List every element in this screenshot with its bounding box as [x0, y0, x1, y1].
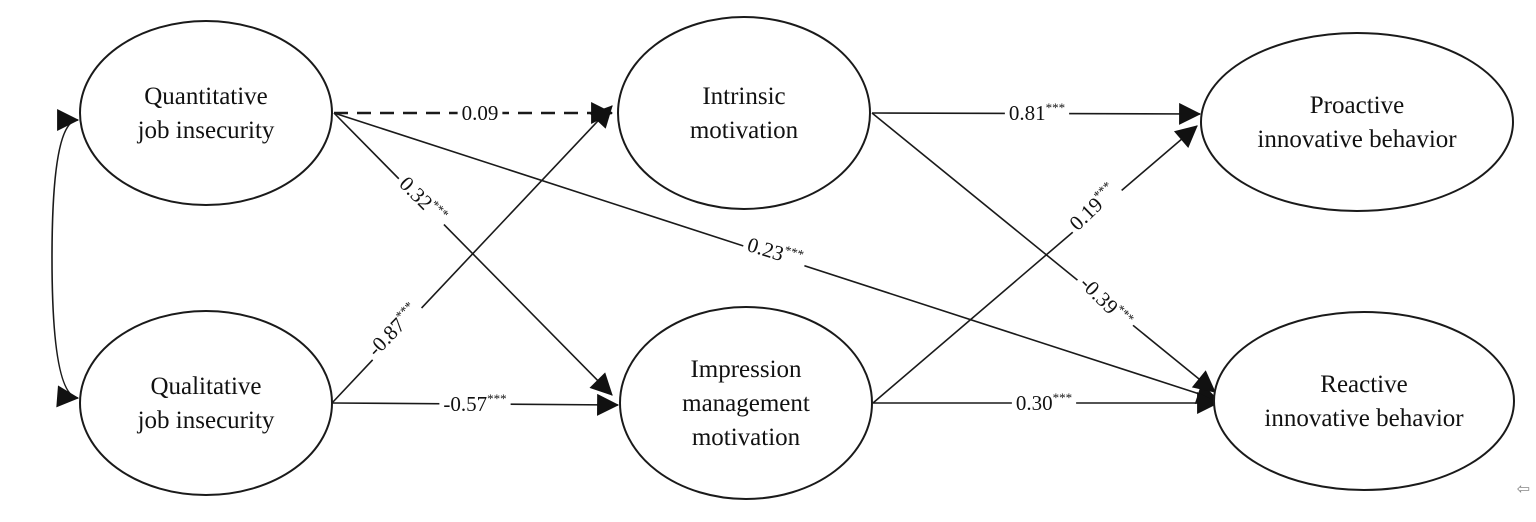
label-background	[358, 294, 428, 365]
node-ellipse	[617, 16, 871, 210]
path-coefficient-quant-impr: 0.32***	[391, 167, 456, 232]
significance-stars: ***	[783, 242, 806, 262]
significance-stars: ***	[1053, 390, 1073, 405]
path-coefficient-impr-proa: 0.19***	[1060, 174, 1126, 239]
correlation-arrow	[51, 109, 80, 408]
node-label-line: motivation	[692, 424, 801, 451]
node-label-line: Intrinsic	[702, 83, 785, 110]
path-coefficient-qual-intr: -0.87***	[358, 294, 428, 365]
node-intrinsic: Intrinsic motivation	[617, 16, 871, 210]
coefficient-label: 0.81***	[1009, 100, 1065, 125]
node-ellipse	[79, 310, 333, 496]
path-arrow-intr-reac	[871, 112, 1216, 393]
coefficient-value: 0.81	[1009, 101, 1046, 125]
node-label-line: Proactive	[1310, 92, 1404, 119]
node-label-line: Quantitative	[144, 83, 268, 110]
coefficient-value: 0.30	[1016, 391, 1053, 415]
node-reactive: Reactive innovative behavior	[1213, 311, 1515, 491]
path-coefficient-qual-impr: -0.57***	[439, 390, 511, 417]
node-label-line: job insecurity	[137, 407, 275, 434]
coefficient-label: -0.57***	[443, 391, 506, 416]
node-label-line: motivation	[690, 117, 799, 144]
path-coefficient-intr-reac: -0.39***	[1071, 266, 1142, 337]
coefficient-value: 0.23	[745, 232, 787, 266]
node-ellipse	[1200, 32, 1514, 212]
node-label-line: innovative behavior	[1257, 126, 1457, 153]
back-arrow-icon[interactable]: ⇦	[1516, 479, 1530, 498]
node-label-line: innovative behavior	[1264, 405, 1464, 432]
significance-stars: ***	[487, 391, 507, 406]
label-background	[391, 167, 456, 232]
coefficient-value: 0.09	[462, 101, 499, 125]
coefficient-label: -0.87***	[362, 298, 424, 361]
label-background	[457, 100, 503, 126]
coefficient-label: 0.30***	[1016, 390, 1072, 415]
label-background	[1071, 266, 1142, 337]
node-quantitative: Quantitative job insecurity	[79, 20, 333, 206]
label-background	[1004, 99, 1070, 126]
label-background	[1011, 389, 1077, 416]
node-label-line: job insecurity	[137, 117, 275, 144]
node-label-line: Qualitative	[150, 373, 261, 400]
path-coefficient-quant-reac: 0.23***	[740, 229, 810, 274]
node-ellipse	[1213, 311, 1515, 491]
node-label-line: Reactive	[1320, 371, 1407, 398]
coefficient-value: -0.57	[443, 392, 487, 416]
node-ellipse	[79, 20, 333, 206]
coefficient-label: 0.09	[462, 101, 499, 125]
label-background	[740, 229, 810, 274]
node-label-line: management	[682, 390, 810, 417]
path-coefficient-impr-reac: 0.30***	[1011, 389, 1077, 416]
node-ellipse	[619, 306, 873, 500]
path-arrow-impr-proa	[872, 125, 1198, 404]
label-background	[439, 390, 511, 417]
path-coefficient-quant-intr: 0.09	[457, 100, 503, 126]
label-background	[1060, 174, 1126, 239]
path-coefficient-intr-proa: 0.81***	[1004, 99, 1070, 126]
node-qualitative: Qualitative job insecurity	[79, 310, 333, 496]
node-proactive: Proactive innovative behavior	[1200, 32, 1514, 212]
coefficient-label: -0.39***	[1075, 270, 1137, 332]
node-impression: Impression management motivation	[619, 306, 873, 500]
node-label-line: Impression	[690, 356, 802, 383]
significance-stars: ***	[1046, 100, 1066, 115]
